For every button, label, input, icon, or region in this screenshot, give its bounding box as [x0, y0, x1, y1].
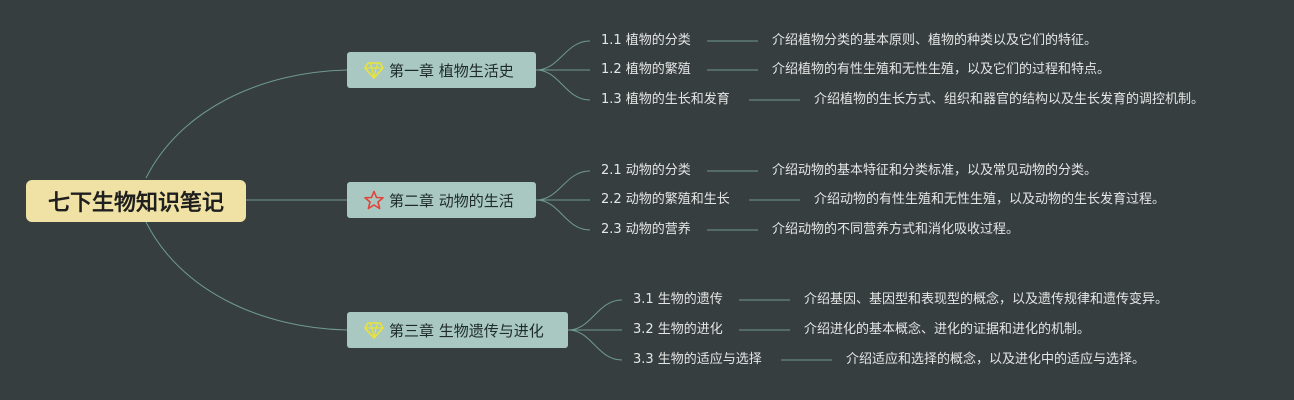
topic-node[interactable]: 2.3 动物的营养	[601, 222, 691, 237]
topic-description[interactable]: 介绍植物的有性生殖和无性生殖，以及它们的过程和特点。	[772, 62, 1111, 77]
topic-description[interactable]: 介绍动物的基本特征和分类标准，以及常见动物的分类。	[772, 163, 1098, 178]
topic-node[interactable]: 2.2 动物的繁殖和生长	[601, 192, 730, 207]
edge-root-ch3	[145, 221, 348, 331]
edge-root-ch1	[145, 69, 348, 179]
topic-description[interactable]: 介绍植物分类的基本原则、植物的种类以及它们的特征。	[772, 33, 1098, 48]
topic-node[interactable]: 1.3 植物的生长和发育	[601, 92, 730, 107]
chapter-node-3[interactable]: 第三章 生物遗传与进化	[347, 312, 568, 348]
topic-description[interactable]: 介绍适应和选择的概念，以及进化中的适应与选择。	[846, 352, 1146, 367]
chapter-label: 第一章 植物生活史	[389, 61, 514, 80]
topic-description[interactable]: 介绍进化的基本概念、进化的证据和进化的机制。	[804, 322, 1091, 337]
chapter-label: 第三章 生物遗传与进化	[389, 321, 544, 340]
chapter-label: 第二章 动物的生活	[389, 191, 514, 210]
chapter-node-2[interactable]: 第二章 动物的生活	[347, 182, 536, 218]
topic-node[interactable]: 1.1 植物的分类	[601, 33, 691, 48]
topic-node[interactable]: 2.1 动物的分类	[601, 163, 691, 178]
topic-node[interactable]: 3.3 生物的适应与选择	[633, 352, 762, 367]
chapter-node-1[interactable]: 第一章 植物生活史	[347, 52, 536, 88]
topic-description[interactable]: 介绍植物的生长方式、组织和器官的结构以及生长发育的调控机制。	[814, 92, 1205, 107]
topic-node[interactable]: 1.2 植物的繁殖	[601, 62, 691, 77]
topic-node[interactable]: 3.1 生物的遗传	[633, 292, 723, 307]
topic-node[interactable]: 3.2 生物的进化	[633, 322, 723, 337]
root-node[interactable]: 七下生物知识笔记	[26, 180, 246, 222]
topic-description[interactable]: 介绍动物的有性生殖和无性生殖，以及动物的生长发育过程。	[814, 192, 1166, 207]
root-title: 七下生物知识笔记	[47, 191, 224, 216]
star-icon	[363, 189, 385, 211]
topic-description[interactable]: 介绍基因、基因型和表现型的概念，以及遗传规律和遗传变异。	[804, 292, 1169, 307]
gem-icon	[363, 319, 385, 341]
gem-icon	[363, 59, 385, 81]
topic-description[interactable]: 介绍动物的不同营养方式和消化吸收过程。	[772, 222, 1020, 237]
